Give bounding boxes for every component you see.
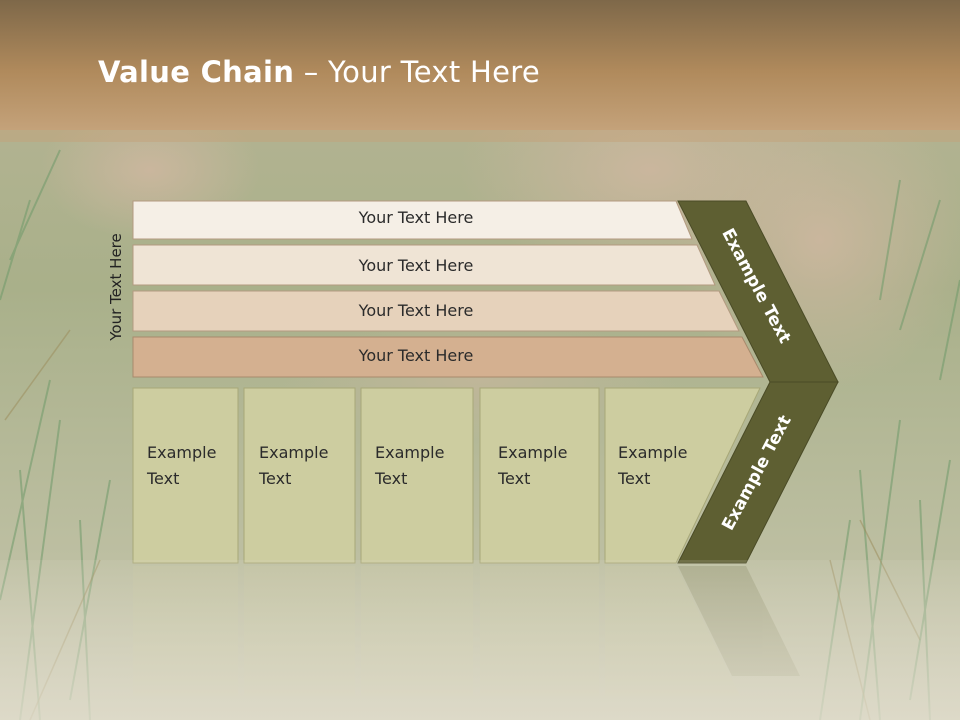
box-line-1: Example	[147, 443, 217, 462]
title-rest: – Your Text Here	[294, 55, 540, 89]
support-bar-3	[132, 290, 740, 332]
box-line-2: Text	[147, 469, 180, 488]
support-bar-4-label: Your Text Here	[358, 346, 474, 365]
primary-box-3	[360, 387, 474, 564]
support-bar-2-label: Your Text Here	[358, 256, 474, 275]
support-bar-1-label: Your Text Here	[358, 208, 474, 227]
box-line-1: Example	[375, 443, 445, 462]
support-bar-2	[132, 244, 716, 286]
box-line-1: Example	[618, 443, 688, 462]
reflection-fade	[0, 560, 960, 720]
support-bar-3-label: Your Text Here	[358, 301, 474, 320]
box-line-1: Example	[498, 443, 568, 462]
support-bar-1	[132, 200, 693, 240]
box-line-2: Text	[259, 469, 292, 488]
box-line-1: Example	[259, 443, 329, 462]
box-line-2: Text	[375, 469, 408, 488]
box-line-2: Text	[498, 469, 531, 488]
box-line-2: Text	[618, 469, 651, 488]
primary-box-2	[243, 387, 356, 564]
slide-title: Value Chain – Your Text Here	[98, 55, 540, 89]
title-strong: Value Chain	[98, 55, 295, 89]
support-bar-4	[132, 336, 764, 378]
primary-box-4	[479, 387, 600, 564]
primary-box-1	[132, 387, 239, 564]
